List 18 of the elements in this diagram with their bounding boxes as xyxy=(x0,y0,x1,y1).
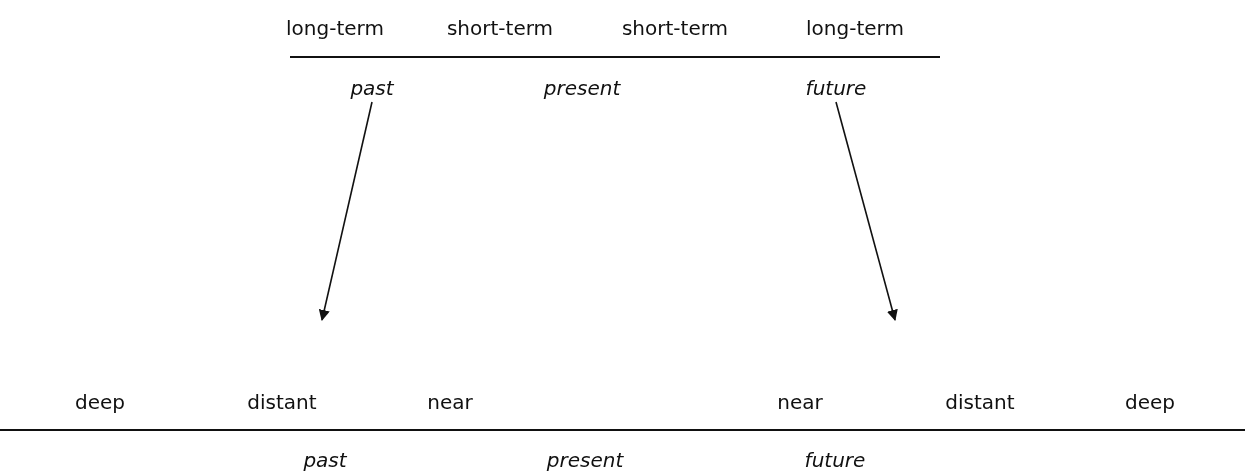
term-label: near xyxy=(427,390,473,414)
time-label: future xyxy=(804,448,866,472)
term-label: distant xyxy=(247,390,317,414)
term-label: short-term xyxy=(621,16,729,40)
arrow xyxy=(835,101,898,322)
time-label: past xyxy=(350,76,394,100)
time-label: past xyxy=(303,448,347,472)
term-label: deep xyxy=(1125,390,1175,414)
time-label: future xyxy=(805,76,867,100)
arrow xyxy=(318,101,373,322)
term-label: long-term xyxy=(286,16,384,40)
time-label: present xyxy=(546,448,624,472)
term-label: long-term xyxy=(806,16,904,40)
term-label: short-term xyxy=(446,16,554,40)
term-label: deep xyxy=(75,390,125,414)
term-label: distant xyxy=(945,390,1015,414)
time-label: present xyxy=(543,76,621,100)
term-label: near xyxy=(777,390,823,414)
